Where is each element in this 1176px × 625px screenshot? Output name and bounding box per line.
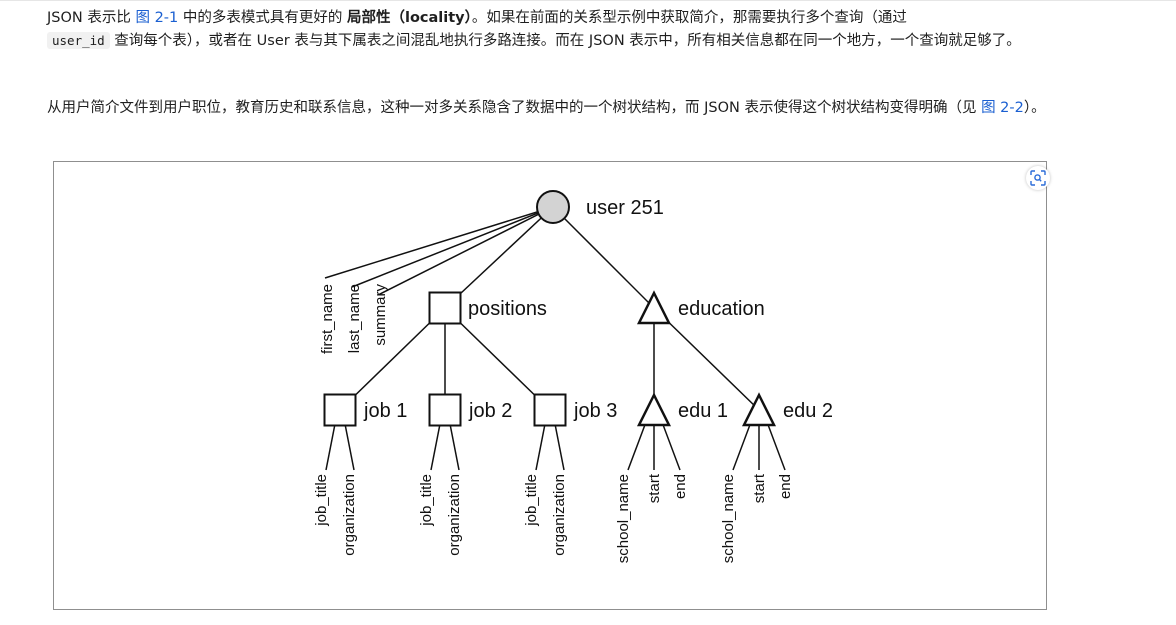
job-node-square <box>428 393 462 427</box>
user-id-code: user_id <box>47 31 110 49</box>
edu-field-label: end <box>672 474 689 499</box>
edu-field-edge <box>661 421 681 471</box>
text-segment: ）。 <box>1023 100 1046 116</box>
root-field-label: first_name <box>319 284 336 354</box>
job-field-label: job_title <box>418 474 435 527</box>
edge-positions-job <box>444 307 551 411</box>
job-field-edge <box>344 423 355 471</box>
edu-node-triangle <box>636 392 672 427</box>
text-segment: JSON 表示比 <box>47 10 136 26</box>
positions-node-label: positions <box>468 298 547 320</box>
paragraph-locality: JSON 表示比 图 2-1 中的多表模式具有更好的 局部性（locality）… <box>47 7 1057 52</box>
edu-node-label: edu 2 <box>783 400 833 422</box>
locality-term: 局部性（locality） <box>346 10 472 26</box>
text-segment: 从用户简介文件到用户职位，教育历史和联系信息，这种一对多关系隐含了数据中的一个树… <box>47 100 982 116</box>
root-field-edge <box>351 206 554 288</box>
zoom-icon <box>1030 170 1046 186</box>
text-segment: 中的多表模式具有更好的 <box>178 10 347 26</box>
paragraph-tree-structure: 从用户简介文件到用户职位，教育历史和联系信息，这种一对多关系隐含了数据中的一个树… <box>47 97 1057 120</box>
edu-node-label: edu 1 <box>678 400 728 422</box>
positions-node-square <box>428 291 462 325</box>
job-field-edge <box>430 423 441 471</box>
text-segment: 查询每个表），或者在 User 表与其下属表之间混乱地执行多路连接。而在 JSO… <box>109 32 1021 49</box>
text-segment: 。如果在前面的关系型示例中获取简介，那需要执行多个查询（通过 <box>471 10 907 26</box>
edu-field-label: school_name <box>615 474 632 563</box>
job-field-label: job_title <box>523 474 540 527</box>
job-field-edge <box>535 423 546 471</box>
job-field-edge <box>554 423 565 471</box>
edu-field-edge <box>732 421 752 471</box>
edu-field-label: school_name <box>720 474 737 563</box>
education-node-label: education <box>678 298 765 320</box>
root-field-label: summary <box>372 284 389 346</box>
root-node-label: user 251 <box>586 197 664 219</box>
edu-field-label: start <box>646 473 663 503</box>
root-field-edge <box>377 206 554 296</box>
job-field-edge <box>325 423 336 471</box>
root-node-circle <box>536 190 570 224</box>
edu-field-edge <box>627 421 647 471</box>
edu-node-triangle <box>741 392 777 427</box>
job-node-label: job 3 <box>573 400 617 422</box>
job-field-label: job_title <box>313 474 330 527</box>
job-field-edge <box>449 423 460 471</box>
top-divider <box>0 0 1176 1</box>
zoom-button[interactable] <box>1026 166 1050 190</box>
figure-2-2-tree-diagram: user 251 positions education job 1 job 2 job … <box>53 161 1050 610</box>
figure-2-1-link[interactable]: 图 2-1 <box>135 10 179 26</box>
tree-diagram-svg: user 251 positions education job 1 job 2 job … <box>313 190 833 563</box>
edge-positions-job <box>339 307 446 411</box>
job-node-square <box>533 393 567 427</box>
edge-root-positions <box>444 206 554 309</box>
edu-field-label: start <box>751 473 768 503</box>
edu-field-label: end <box>777 474 794 499</box>
edu-field-edge <box>766 421 786 471</box>
edge-education-edu <box>653 307 760 411</box>
root-field-label: last_name <box>346 284 363 353</box>
job-field-label: organization <box>551 474 568 556</box>
job-field-label: organization <box>446 474 463 556</box>
job-node-label: job 2 <box>468 400 512 422</box>
job-node-label: job 1 <box>363 400 407 422</box>
edge-root-education <box>552 206 655 309</box>
job-field-label: organization <box>341 474 358 556</box>
education-node-triangle <box>636 290 672 325</box>
figure-2-2-link[interactable]: 图 2-2 <box>981 100 1024 116</box>
job-node-square <box>323 393 357 427</box>
root-field-edge <box>324 206 554 279</box>
